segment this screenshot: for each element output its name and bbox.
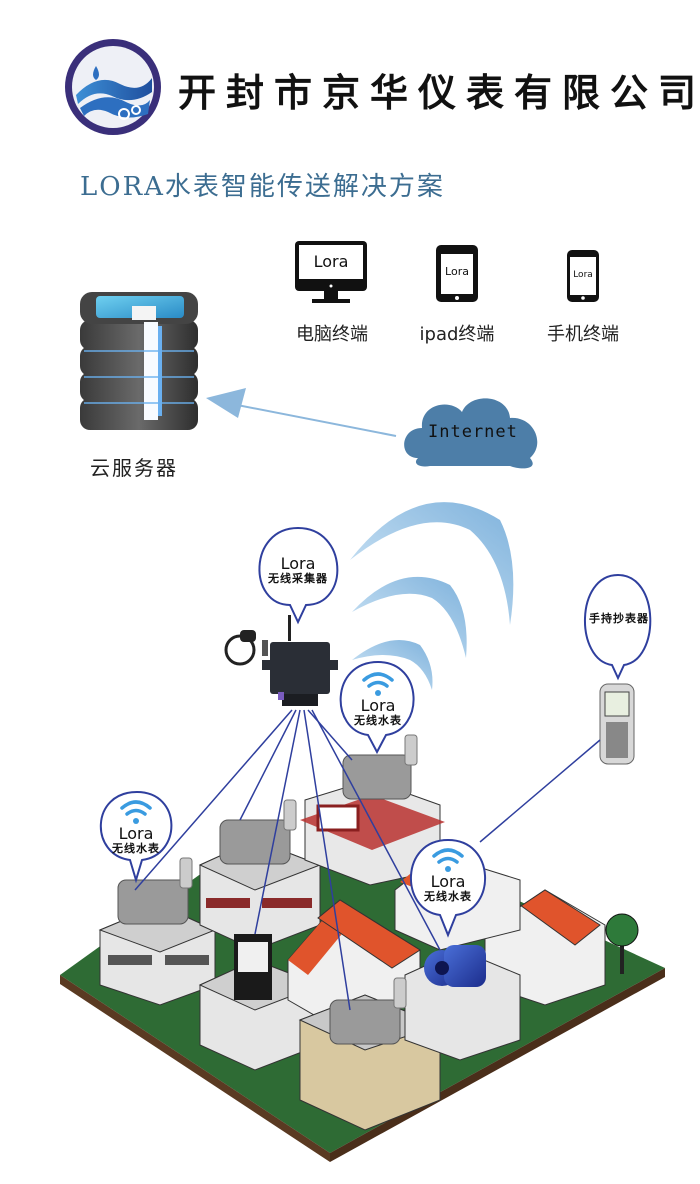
meter-bubble-subtitle: 无线水表: [424, 890, 472, 903]
meter-bubble: [99, 790, 173, 884]
desktop-monitor-icon: [295, 241, 367, 303]
phone-screen-text: Lora: [573, 270, 593, 280]
wifi-signal-icon: [362, 672, 394, 696]
wifi-signal-icon: [120, 800, 152, 824]
water-meter: [329, 977, 407, 1045]
meter-bubble-subtitle: 无线水表: [354, 714, 402, 727]
meter-bubble-title: Lora: [360, 696, 396, 715]
terminal-label-ipad: ipad终端: [419, 324, 495, 345]
lora-gateway-device-icon: [224, 615, 338, 706]
terminal-label-pc: 电脑终端: [296, 324, 368, 345]
collector-links: [134, 709, 601, 1011]
tablet-screen-text: Lora: [445, 265, 469, 278]
collector-bubble-title: Lora: [280, 554, 316, 573]
handheld-bubble: [584, 573, 652, 681]
meter-bubble-subtitle: 无线水表: [112, 842, 160, 855]
water-meter: [219, 799, 297, 865]
company-logo: [65, 39, 161, 135]
meter-bubble-text: Lora 无线水表: [100, 825, 172, 856]
server-stack-icon: [80, 292, 198, 430]
tablet-icon: [436, 245, 478, 302]
solution-title: LORA水表智能传送解决方案: [80, 172, 445, 202]
collector-bubble-subtitle: 无线采集器: [268, 572, 328, 585]
meter-bubble-text: Lora 无线水表: [412, 873, 484, 904]
wifi-signal-icon: [432, 848, 464, 872]
internet-label: Internet: [428, 422, 518, 442]
meter-bubble-title: Lora: [430, 872, 466, 891]
company-name: 开封市京华仪表有限公司: [178, 70, 700, 115]
building-left: [98, 904, 217, 1006]
smartphone-icon: [567, 250, 599, 302]
meter-bubble-title: Lora: [118, 824, 154, 843]
radio-wave-arcs: [350, 502, 514, 690]
terminal-label-phone: 手机终端: [547, 324, 619, 345]
cloud-icon: [404, 398, 538, 469]
collector-bubble: [258, 526, 339, 625]
meter-bubble: [409, 838, 487, 938]
cloud-server-label: 云服务器: [90, 456, 178, 480]
internet-to-server-arrow: [206, 388, 397, 437]
water-drop-icon: [93, 66, 99, 80]
monitor-screen-text: Lora: [313, 252, 349, 271]
handheld-bubble-text: 手持抄表器: [582, 612, 656, 626]
water-meter: [117, 857, 193, 925]
valve-meter-icon: [424, 945, 486, 987]
water-meter: [342, 734, 418, 800]
meter-bubble: [339, 660, 415, 755]
meter-bubble-text: Lora 无线水表: [342, 697, 414, 728]
collector-bubble-text: Lora 无线采集器: [262, 555, 334, 586]
handheld-bubble-subtitle: 手持抄表器: [589, 612, 649, 625]
tree-icon: [605, 913, 639, 974]
handheld-reader-icon: [599, 683, 635, 765]
